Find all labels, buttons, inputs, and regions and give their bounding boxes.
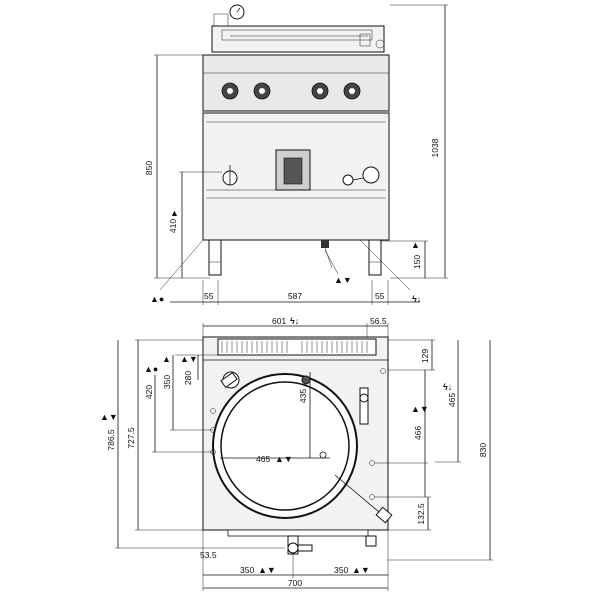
dim-water-x: 280 [183, 371, 193, 385]
dim-pan-center: 435 [298, 389, 308, 403]
kettle-pan-inner [220, 381, 350, 511]
dim-right-margin: 55 [375, 291, 385, 301]
back-rack [217, 338, 377, 356]
control-panel [202, 54, 390, 112]
drain-786-icon: ▲▼ [100, 412, 118, 422]
dim-total-height: 1038 [430, 138, 440, 157]
front-view: 1038 850 410 ▲ 150 ▲ 55 587 55 ▲● ▲▼ ϟ↓ [144, 4, 448, 305]
dim-786: 786.5 [106, 429, 116, 451]
dim-body-height: 850 [144, 161, 154, 175]
dim-inner-width: 587 [288, 291, 302, 301]
valve-top-icon [220, 371, 240, 389]
dim-left-margin: 55 [204, 291, 214, 301]
knob-2-icon [253, 82, 271, 100]
dim-total-width: 700 [288, 578, 302, 588]
dim-depth-132: 132.5 [416, 503, 426, 525]
water-left-icon: ▲▼ [180, 354, 198, 364]
knob-3-icon [311, 82, 329, 100]
dim-left-350: 350 [240, 565, 254, 575]
drain-tap-icon [287, 535, 313, 555]
top-view: 601 ϟ↓ 56.5 129 465 ϟ↓ 466 ▲▼ 830 132.5 … [100, 316, 493, 591]
leg-left [208, 239, 222, 276]
dim-depth-466: 466 [413, 426, 423, 440]
drain-valve-icon [222, 165, 238, 186]
left-350-icon: ▲▼ [258, 565, 276, 575]
drain-left-icon: ▲ [162, 354, 171, 364]
electric-depth-icon: ϟ↓ [443, 382, 452, 392]
pan-diameter-icon: ▲▼ [275, 454, 293, 464]
dim-water-depth: 129 [420, 349, 430, 363]
dim-727: 727.5 [126, 427, 136, 449]
dim-side-offset: 56.5 [370, 316, 387, 326]
dim-total-depth: 830 [478, 443, 488, 457]
gas-connection-icon: ▲● [150, 294, 164, 304]
dim-gas-x: 420 [144, 385, 154, 399]
dim-electric-depth: 465 [447, 393, 457, 407]
dim-right-350: 350 [334, 565, 348, 575]
gas-left-icon: ▲● [144, 364, 158, 374]
water-tap-icon [342, 166, 380, 186]
knob-1-icon [221, 82, 239, 100]
dim-drain-x: 350 [162, 375, 172, 389]
water-depth-icon: ▲▼ [411, 404, 429, 414]
water-icon: ▲ [411, 240, 420, 250]
gas-icon: ▲ [170, 208, 179, 218]
kettle-top-unit [211, 25, 385, 53]
drain-connection-icon: ▲▼ [334, 275, 352, 285]
dim-drain-height: 150 [412, 255, 422, 269]
dim-front-offset: 53.5 [200, 550, 217, 560]
right-350-icon: ▲▼ [352, 565, 370, 575]
dim-gas-height: 410 [168, 219, 178, 233]
electric-connection-icon: ϟ↓ [412, 294, 421, 304]
knob-4-icon [343, 82, 361, 100]
pan-outlet-icon [301, 375, 311, 385]
leg-right [368, 239, 382, 276]
dim-electric-offset: 601 [272, 316, 286, 326]
dim-pan-diameter: 465 [256, 454, 270, 464]
electric-top-icon: ϟ↓ [290, 316, 299, 326]
